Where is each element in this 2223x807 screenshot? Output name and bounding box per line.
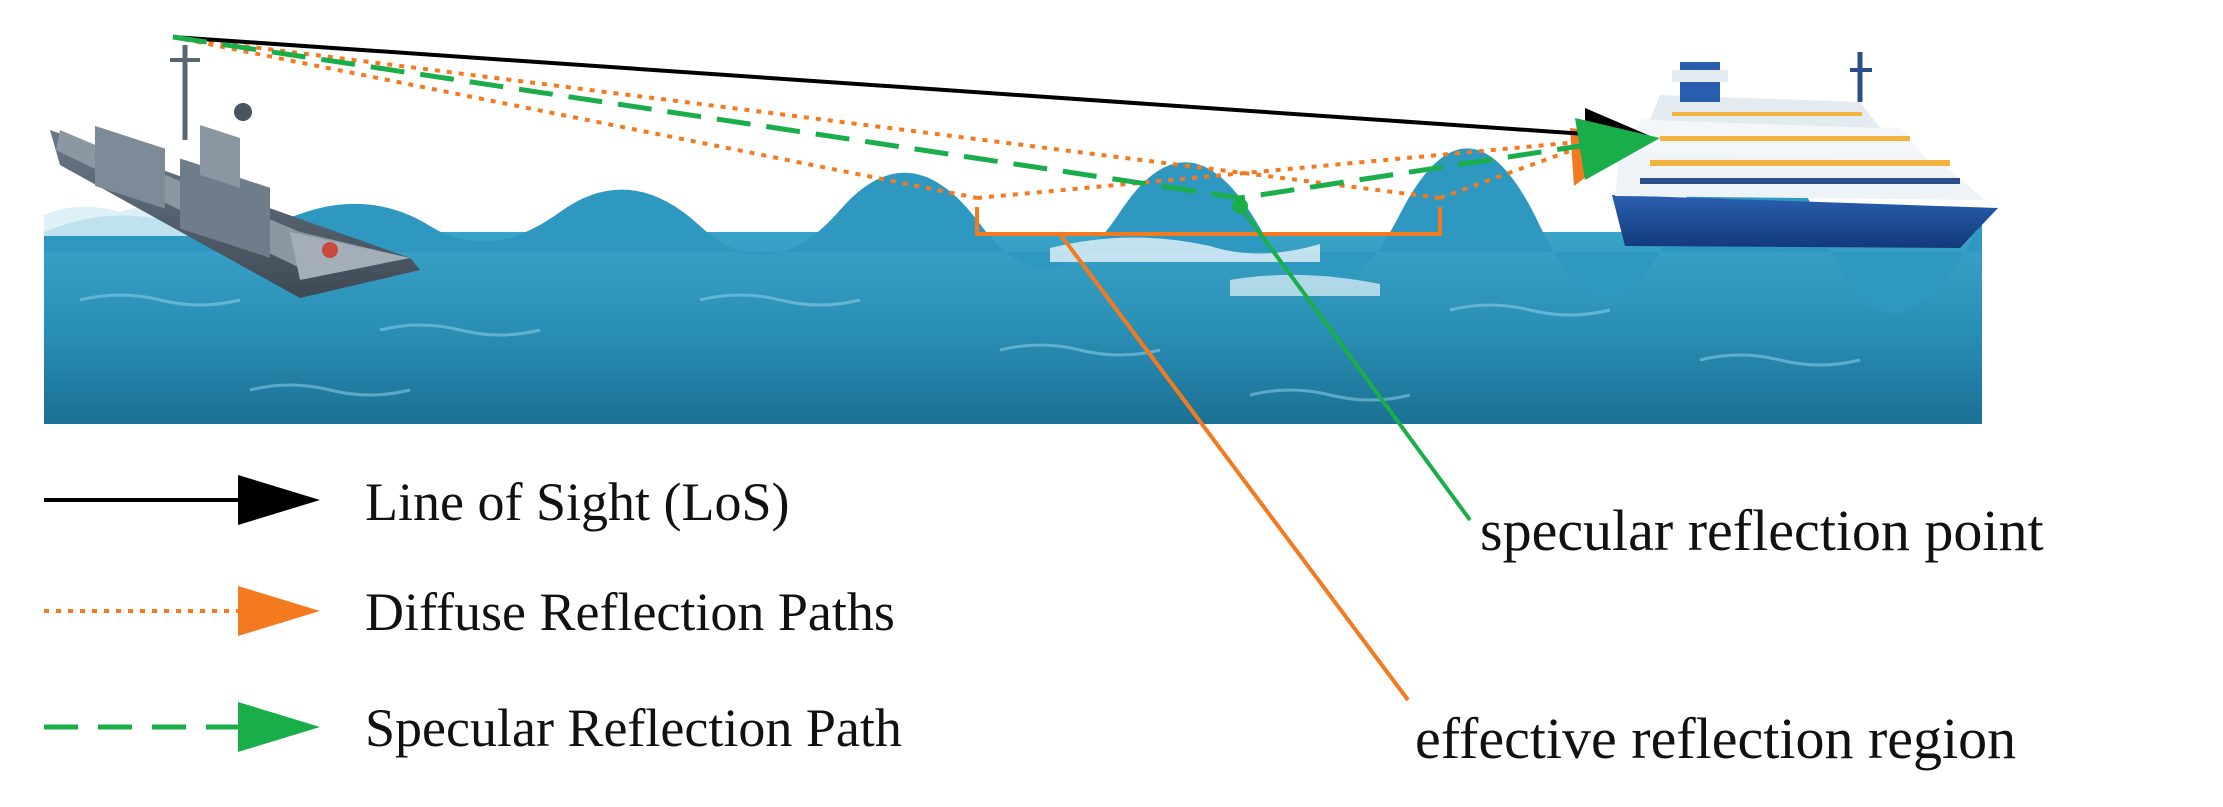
effective-reflection-region [975,207,1442,236]
specular-point-label: specular reflection point [1480,498,2044,563]
legend: Line of Sight (LoS) Diffuse Reflection P… [44,472,902,758]
warship-icon [50,45,420,298]
cruise-ship-icon [1612,52,1998,248]
legend-los-label: Line of Sight (LoS) [365,472,789,532]
specular-arrowhead [1575,118,1660,180]
specular-point-leader-line [1238,204,1472,522]
los-path [172,35,1601,137]
specular-reflection-path [172,34,1601,201]
diffuse-reflection-paths [172,35,1601,200]
legend-item-diffuse: Diffuse Reflection Paths [44,582,895,642]
legend-specular-label: Specular Reflection Path [365,698,902,758]
effective-region-leader-line [1058,232,1410,702]
legend-diffuse-label: Diffuse Reflection Paths [365,582,895,642]
effective-region-label: effective reflection region [1415,706,2016,771]
legend-item-los: Line of Sight (LoS) [44,472,789,532]
legend-item-specular: Specular Reflection Path [44,698,902,758]
